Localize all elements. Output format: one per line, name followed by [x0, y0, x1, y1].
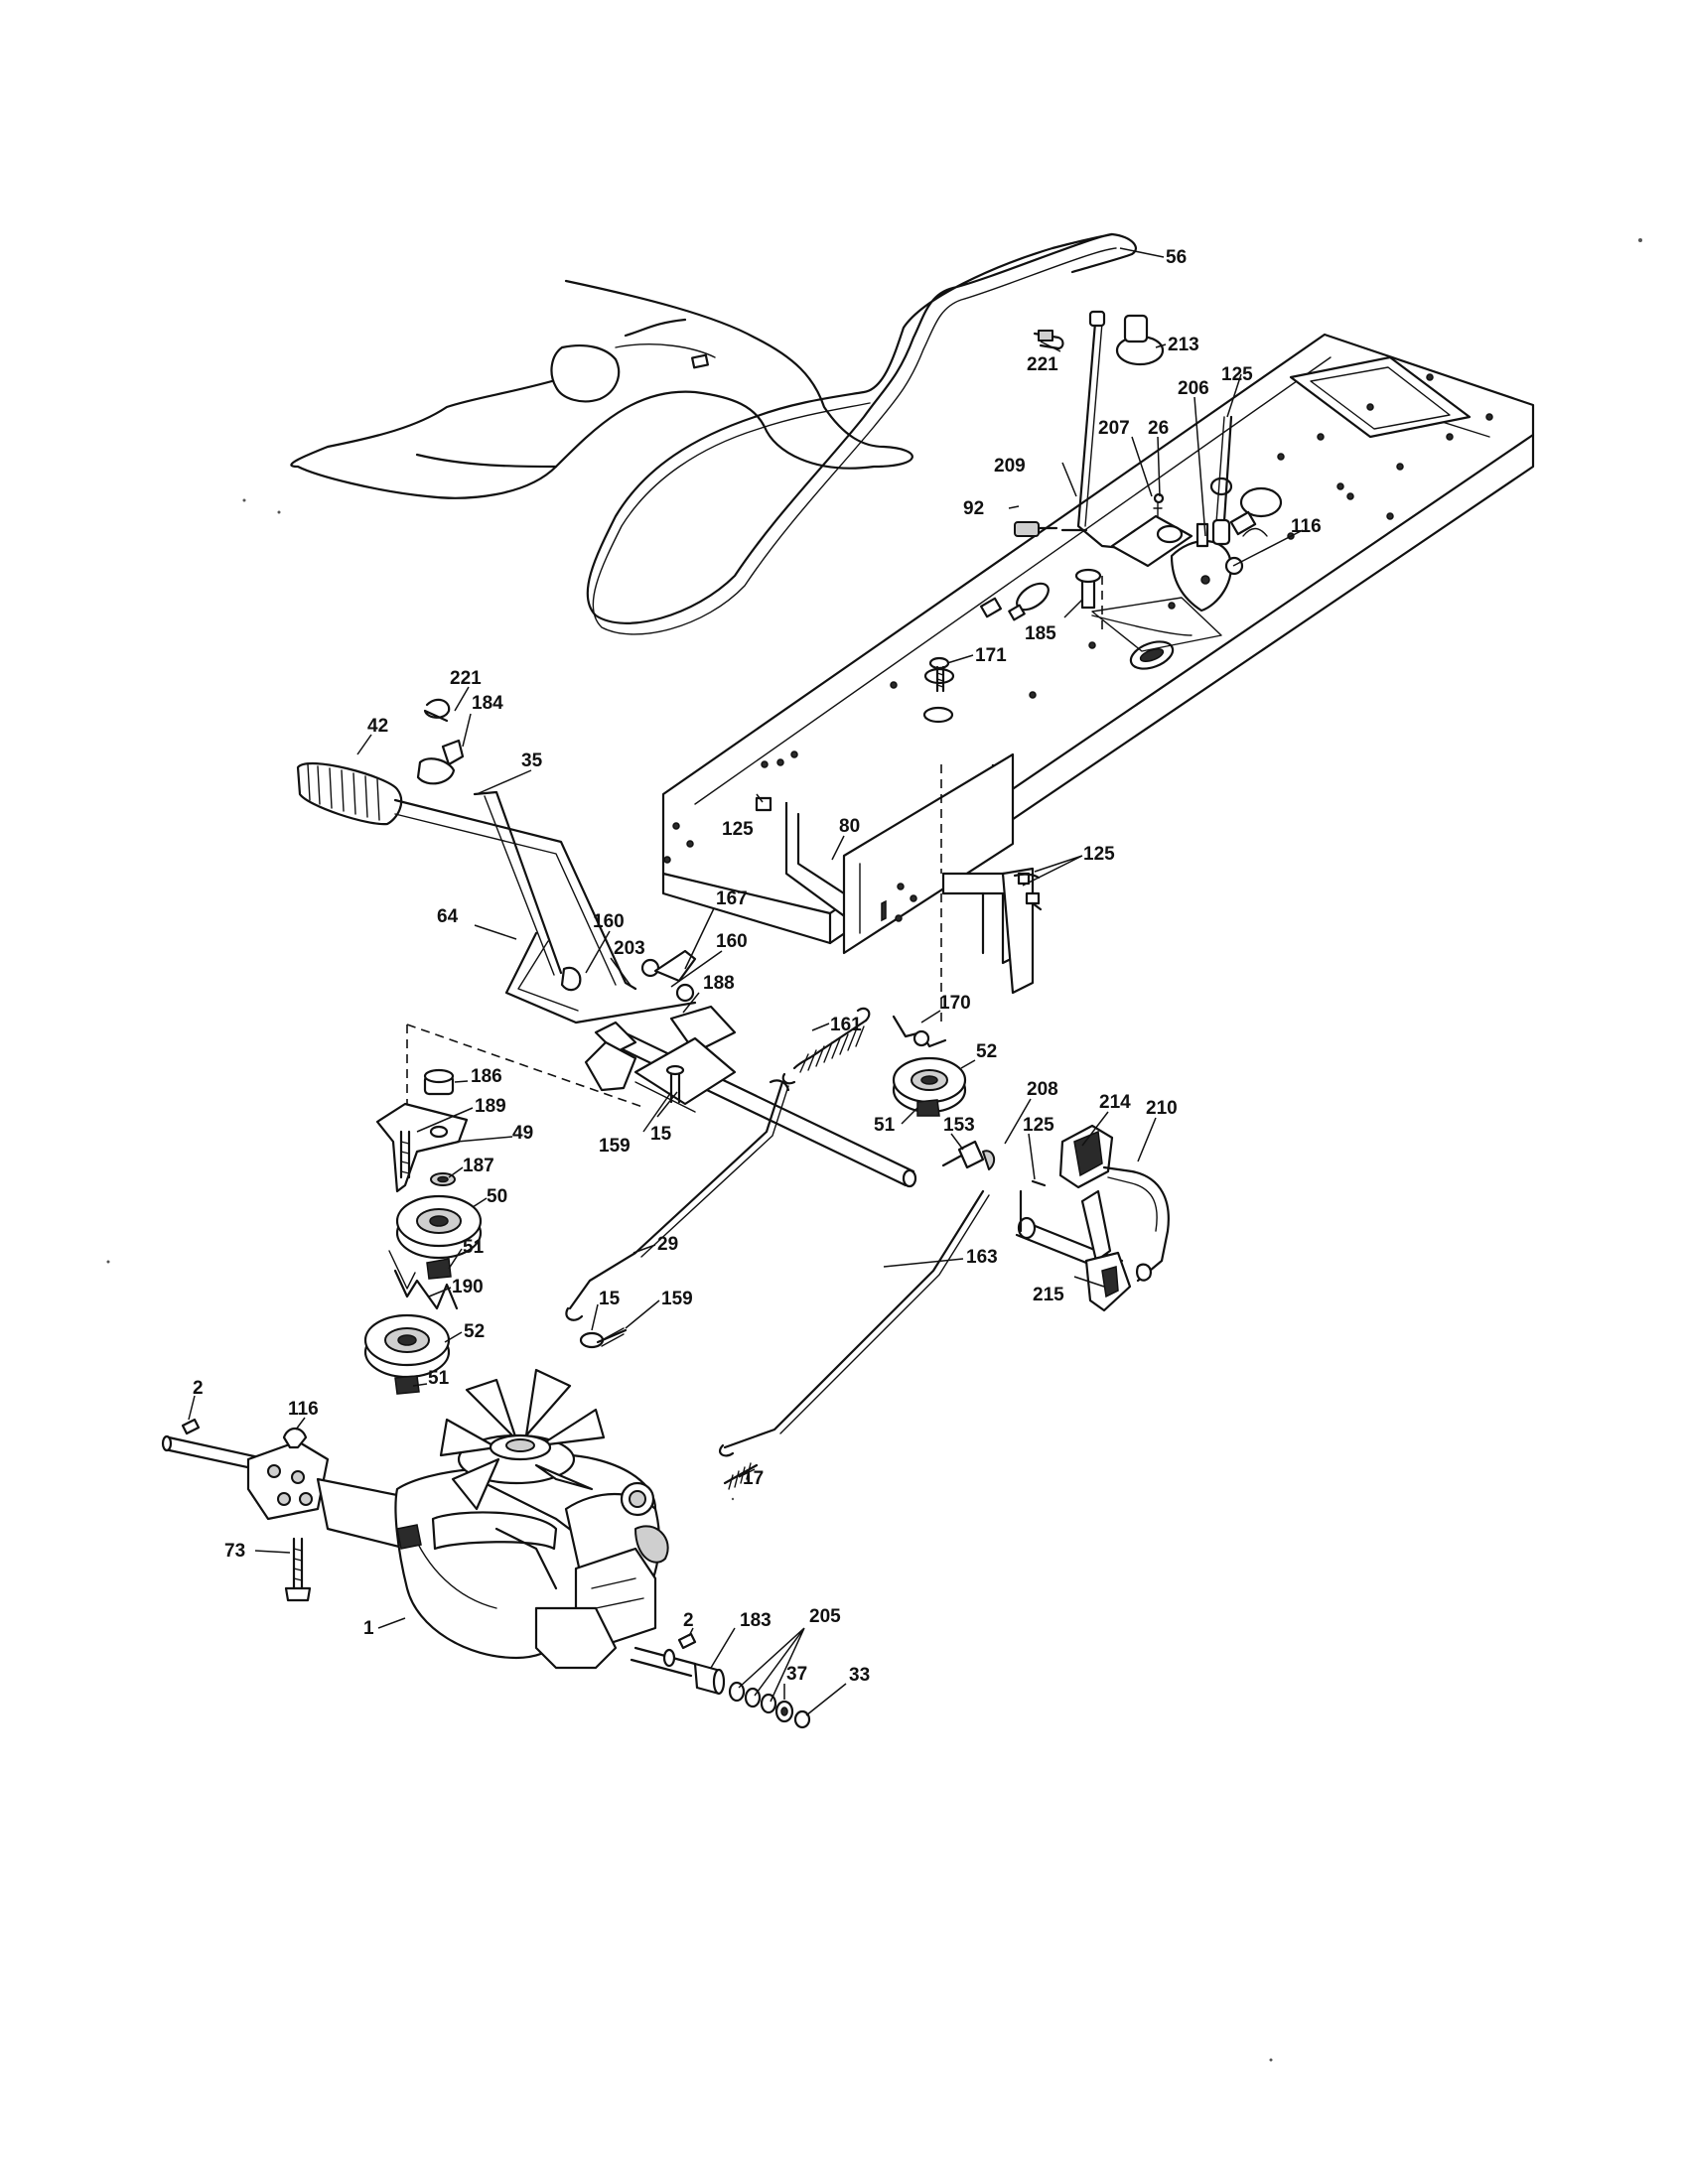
part-label: 188 [703, 973, 735, 994]
part-label: 52 [464, 1321, 485, 1342]
part-label: 80 [839, 816, 860, 837]
part-label: 56 [1166, 247, 1187, 268]
part-label: 170 [939, 993, 971, 1014]
part-label: 185 [1025, 623, 1056, 644]
part-label: 189 [475, 1096, 506, 1117]
part-label: 184 [472, 693, 503, 714]
part-label: 215 [1033, 1285, 1064, 1305]
part-label: 29 [657, 1234, 678, 1255]
axle-hardware [662, 1648, 811, 1729]
part-label: 42 [367, 716, 388, 737]
engine-shroud [290, 279, 913, 499]
cooling-fan [439, 1368, 606, 1511]
part-label: 52 [976, 1041, 997, 1062]
part-label: 15 [599, 1289, 621, 1309]
scan-specks [106, 238, 1642, 2062]
part-label: 187 [463, 1156, 494, 1176]
hairpin-clip-upper [1033, 330, 1064, 350]
part-label: 73 [224, 1541, 245, 1562]
linkage-rod-29 [565, 1079, 790, 1321]
part-label: 163 [966, 1247, 998, 1268]
part-label: 17 [743, 1468, 764, 1489]
part-label: 207 [1098, 418, 1130, 439]
part-label: 171 [975, 645, 1007, 666]
part-label: 51 [463, 1237, 485, 1258]
part-label: 153 [943, 1115, 975, 1136]
part-label: 2 [193, 1378, 204, 1399]
washer-and-pin [579, 1064, 685, 1349]
part-label: 125 [1023, 1115, 1054, 1136]
part-label: 92 [963, 498, 984, 519]
frame-bracket [784, 752, 1035, 1023]
part-label: 203 [614, 938, 645, 959]
part-label: 190 [452, 1277, 484, 1297]
part-label: 125 [1221, 364, 1253, 385]
control-knob [1115, 314, 1165, 366]
idler-pulley-50 [395, 1194, 483, 1280]
part-label: 161 [830, 1015, 862, 1035]
part-label: 221 [1027, 354, 1058, 375]
part-label: 167 [716, 888, 748, 909]
part-label: 159 [599, 1136, 631, 1157]
frame-bolts-125 [755, 796, 1043, 911]
part-label: 213 [1168, 335, 1199, 355]
part-labels: 56 213 221 125 206 209 207 26 92 116 185… [193, 247, 1322, 1686]
part-label: 205 [809, 1606, 841, 1627]
part-label: 209 [994, 456, 1026, 477]
part-label: 160 [593, 911, 625, 932]
part-label: 51 [428, 1368, 450, 1389]
part-label: 51 [874, 1115, 896, 1136]
part-label: 33 [849, 1665, 870, 1686]
part-label: 64 [437, 906, 459, 927]
part-label: 206 [1178, 378, 1209, 399]
shift-lever-assembly [296, 762, 697, 1024]
part-label: 210 [1146, 1098, 1178, 1119]
part-label: 49 [512, 1123, 533, 1144]
part-label: 37 [786, 1664, 807, 1685]
brake-lever-bracket [1014, 415, 1244, 636]
chassis-frame [661, 333, 1535, 945]
part-label: 2 [683, 1610, 694, 1631]
part-label: 1 [363, 1618, 374, 1639]
part-label: 26 [1148, 418, 1169, 439]
pedal-assembly [1015, 1124, 1170, 1312]
part-label: 15 [650, 1124, 672, 1145]
part-label: 186 [471, 1066, 502, 1087]
part-label: 183 [740, 1610, 772, 1631]
part-label: 221 [450, 668, 482, 689]
idler-pulley-52 [363, 1313, 451, 1395]
main-shaft [584, 1005, 917, 1188]
idler-arm [892, 1015, 967, 1117]
part-label: 116 [1291, 516, 1322, 537]
hairpin-clip-lower [416, 698, 465, 785]
idler-bracket [375, 1068, 469, 1193]
part-label: 125 [722, 819, 754, 840]
part-label: 116 [288, 1399, 319, 1420]
part-label: 159 [661, 1289, 693, 1309]
leader-lines [188, 247, 1304, 1716]
part-label: 50 [487, 1186, 507, 1207]
part-label: 208 [1027, 1079, 1058, 1100]
part-label: 160 [716, 931, 748, 952]
part-label: 214 [1099, 1092, 1131, 1113]
control-rod-163 [718, 1189, 990, 1490]
transaxle-hardware [181, 1418, 697, 1650]
part-label: 35 [521, 751, 543, 771]
drive-belt [586, 232, 1137, 635]
part-label: 125 [1083, 844, 1115, 865]
extension-spring [781, 1007, 871, 1085]
spring-clip-153 [941, 1140, 996, 1170]
